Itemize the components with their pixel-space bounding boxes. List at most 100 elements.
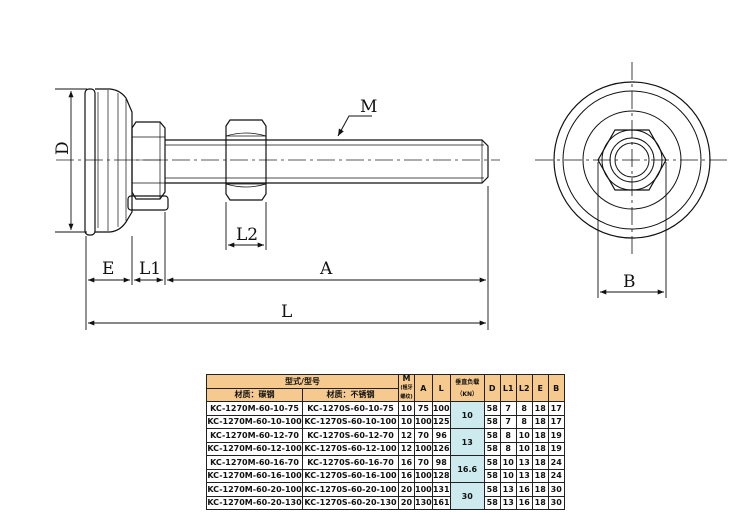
l1-label: L1	[139, 259, 161, 279]
e-header: E	[531, 374, 549, 402]
a-cell: 70	[414, 428, 433, 443]
load-cell: 13	[449, 428, 485, 456]
l2-cell: 13	[515, 468, 533, 483]
b-cell: 19	[547, 428, 565, 443]
b-cell: 17	[547, 401, 565, 416]
e-label: E	[102, 259, 114, 279]
l1-cell: 13	[499, 495, 517, 510]
thread-label: M	[360, 97, 377, 117]
a-cell: 130	[414, 495, 433, 510]
b-cell: 19	[547, 441, 565, 456]
l2-cell: 16	[515, 482, 533, 497]
l2-cell: 10	[515, 428, 533, 443]
l-cell: 96	[431, 428, 451, 443]
technical-drawing: M D L2 E L1 A L	[53, 62, 728, 330]
b-label: B	[623, 272, 636, 292]
a-cell: 100	[414, 414, 433, 429]
extension-lines	[85, 186, 489, 330]
stainless-cell: KC-1270S-60-12-100	[302, 441, 399, 456]
base-pad	[84, 88, 133, 236]
d-cell: 58	[483, 482, 501, 497]
load-cell: 30	[449, 482, 485, 510]
l2-cell: 8	[515, 401, 533, 416]
d-header: D	[483, 374, 501, 402]
carbon-cell: KC-1270M-60-12-100	[206, 441, 303, 456]
e-cell: 18	[531, 468, 549, 483]
m-cell: 10	[398, 401, 415, 416]
b-cell: 24	[547, 468, 565, 483]
l1-cell: 7	[499, 414, 517, 429]
e-cell: 18	[531, 428, 549, 443]
load-header: 垂直负载 （KN）	[449, 374, 485, 402]
m-cell: 12	[398, 441, 415, 456]
l2-cell: 10	[515, 441, 533, 456]
load-cell: 16.6	[449, 455, 485, 483]
l2-header: L2	[515, 374, 533, 402]
b-cell: 30	[547, 482, 565, 497]
stainless-cell: KC-1270S-60-20-130	[302, 495, 399, 510]
l1-cell: 10	[499, 468, 517, 483]
e-cell: 18	[531, 482, 549, 497]
l1-cell: 10	[499, 455, 517, 470]
m-header-label: M	[402, 374, 411, 383]
e-cell: 18	[531, 441, 549, 456]
d-cell: 58	[483, 495, 501, 510]
a-header: A	[414, 374, 433, 402]
l2-cell: 16	[515, 495, 533, 510]
hex-nut	[225, 119, 267, 201]
load-cell: 10	[449, 401, 485, 429]
carbon-cell: KC-1270M-60-16-70	[206, 455, 303, 470]
l-cell: 100	[431, 401, 451, 416]
carbon-cell: KC-1270M-60-20-130	[206, 495, 303, 510]
a-label: A	[319, 259, 333, 279]
m-cell: 20	[398, 495, 415, 510]
b-cell: 30	[547, 495, 565, 510]
d-cell: 58	[483, 401, 501, 416]
hex-width-dimension	[597, 162, 667, 298]
l2-cell: 8	[515, 414, 533, 429]
spec-table: 型式/型号 M (粗牙 螺纹) A L 垂直负载 （KN） D L1 L2 E …	[206, 374, 565, 510]
carbon-header: 材质：碳钢	[206, 387, 303, 402]
stainless-header: 材质：不锈钢	[302, 387, 399, 402]
stainless-cell: KC-1270S-60-16-100	[302, 468, 399, 483]
l1-header: L1	[499, 374, 517, 402]
threaded-rod	[165, 139, 489, 184]
l-cell: 161	[431, 495, 451, 510]
l1-cell: 8	[499, 441, 517, 456]
end-view	[535, 62, 728, 258]
d-cell: 58	[483, 414, 501, 429]
a-cell: 100	[414, 441, 433, 456]
carbon-cell: KC-1270M-60-10-75	[206, 401, 303, 416]
l1-cell: 13	[499, 482, 517, 497]
load-header-label: 垂直负载	[455, 379, 480, 386]
b-cell: 17	[547, 414, 565, 429]
a-cell: 75	[414, 401, 433, 416]
a-cell: 100	[414, 482, 433, 497]
diameter-dimension	[55, 88, 87, 233]
m-cell: 16	[398, 468, 415, 483]
table-subheader-row: 材质：碳钢 材质：不锈钢	[206, 387, 565, 402]
d-cell: 58	[483, 468, 501, 483]
diameter-label: D	[53, 141, 73, 155]
l2-cell: 13	[515, 455, 533, 470]
l1-cell: 8	[499, 428, 517, 443]
carbon-cell: KC-1270M-60-10-100	[206, 414, 303, 429]
l-cell: 131	[431, 482, 451, 497]
thread-callout: M	[337, 97, 377, 137]
l-cell: 98	[431, 455, 451, 470]
m-header-sub1: (粗牙	[400, 385, 413, 391]
d-cell: 58	[483, 428, 501, 443]
m-header-sub2: 螺纹)	[400, 394, 413, 400]
m-cell: 16	[398, 455, 415, 470]
stainless-cell: KC-1270S-60-16-70	[302, 455, 399, 470]
b-header: B	[547, 374, 565, 402]
b-cell: 24	[547, 455, 565, 470]
stainless-cell: KC-1270S-60-12-70	[302, 428, 399, 443]
